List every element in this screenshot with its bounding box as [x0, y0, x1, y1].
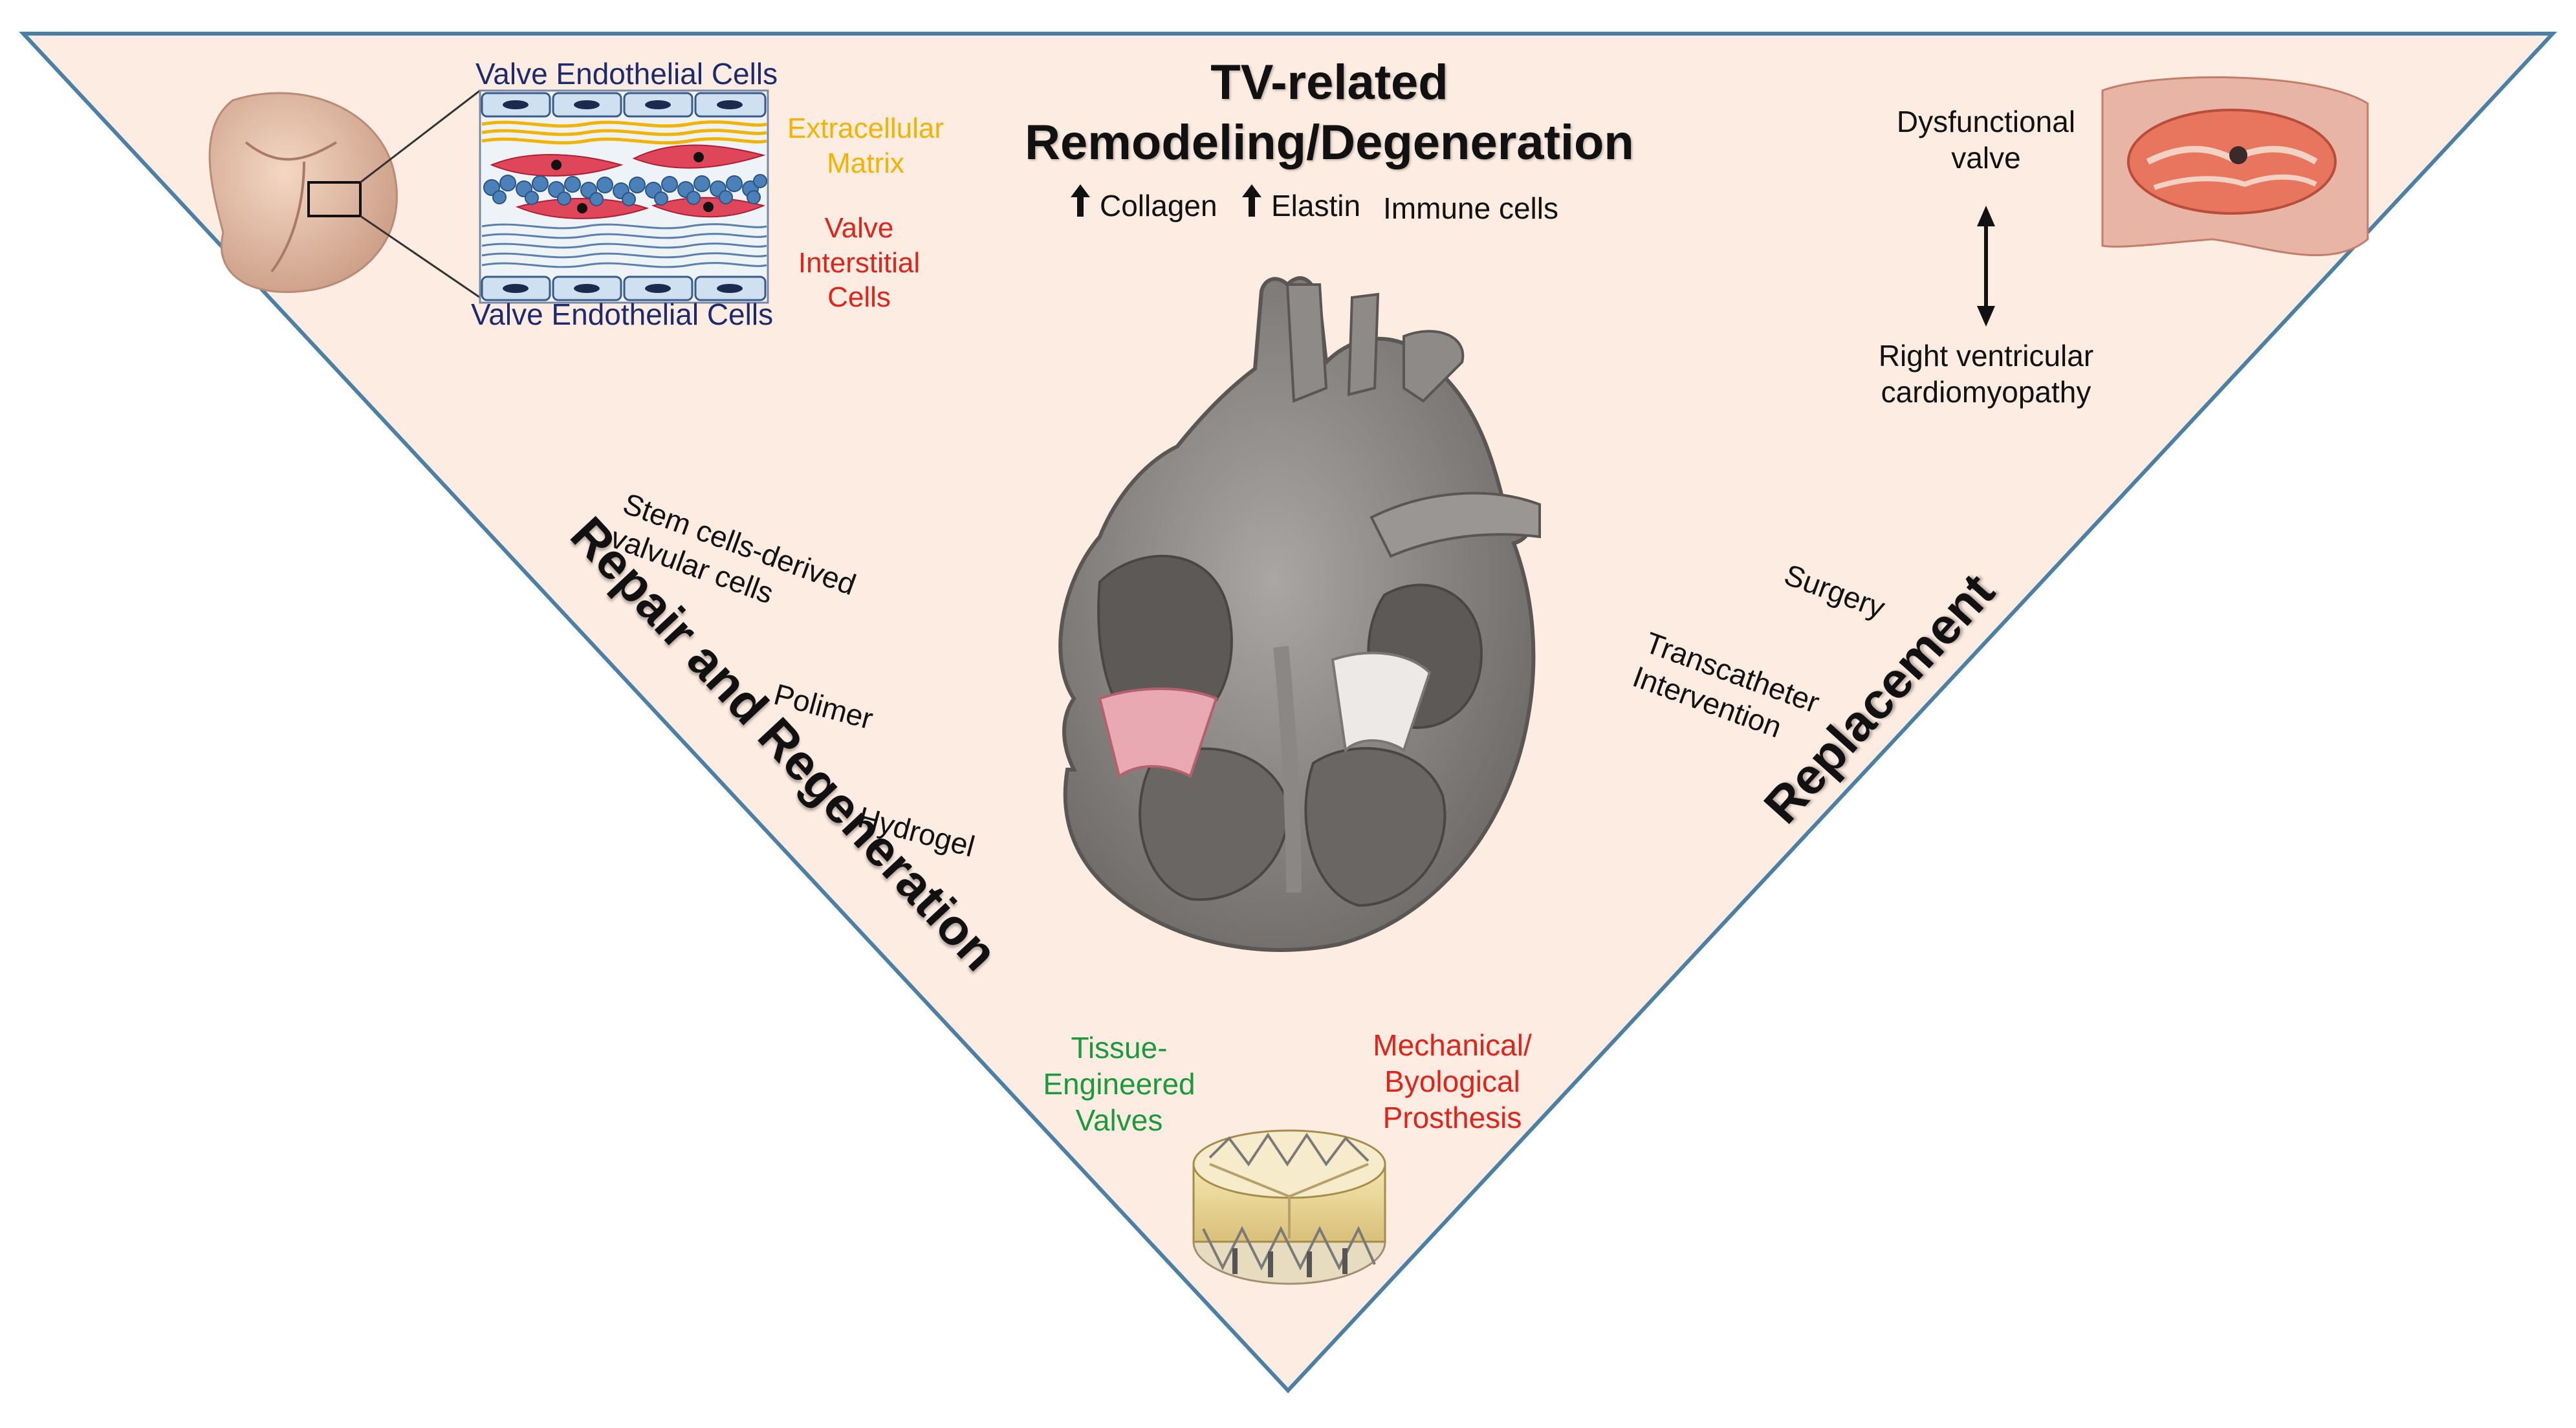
top-endothelial-cells — [481, 92, 767, 118]
title-line1: TV-related — [1210, 55, 1448, 110]
bottom-endothelial-cells — [481, 276, 767, 301]
page-title: TV-related Remodeling/Degeneration — [957, 53, 1701, 173]
bidirectional-arrow-icon — [1977, 206, 1995, 327]
tissue-line1: Tissue- — [1071, 1031, 1168, 1065]
mech-line2: Byological — [1384, 1065, 1520, 1099]
increase-arrow-icons — [1071, 184, 1261, 217]
collagen-label: Collagen — [1100, 189, 1217, 222]
mechanical-prosthesis-label: Mechanical/ Byological Prosthesis — [1346, 1027, 1559, 1136]
ecm-line1: Extracellular — [787, 113, 944, 144]
valve-thumbnail-image — [208, 89, 481, 299]
interstitial-cells — [490, 144, 766, 219]
vic-line2: Interstitial — [798, 246, 921, 279]
ecm-fibers — [481, 120, 767, 145]
dysfunctional-valve-label: Dysfunctional valve — [1863, 103, 2109, 176]
tissue-line3: Valves — [1075, 1103, 1163, 1138]
tissue-line2: Engineered — [1043, 1067, 1195, 1101]
vic-line3: Cells — [827, 281, 891, 314]
rv-cardiomyopathy-label: Right ventricular cardiomyopathy — [1850, 338, 2122, 410]
ecm-label: Extracellular Matrix — [781, 111, 950, 180]
mitral-valve — [1331, 651, 1432, 753]
tissue-engineered-label: Tissue- Engineered Valves — [1022, 1030, 1216, 1138]
bottom-endothelial-label: Valve Endothelial Cells — [471, 298, 774, 331]
collagen-fibers — [481, 223, 767, 268]
zoom-box — [307, 181, 362, 217]
heart-illustration — [1058, 276, 1541, 952]
elastin-label: Elastin — [1271, 189, 1361, 222]
mech-line3: Prosthesis — [1382, 1101, 1522, 1135]
vic-label: Valve Interstitial Cells — [781, 211, 937, 315]
ecm-line2: Matrix — [827, 147, 904, 179]
rv-line2: cardiomyopathy — [1881, 375, 2091, 409]
rv-line1: Right ventricular — [1878, 339, 2094, 373]
tricuspid-valve — [1098, 687, 1218, 779]
valve-layers-image — [479, 89, 769, 304]
dysfunctional-line2: valve — [1951, 141, 2021, 175]
dysfunctional-valve-image — [2101, 76, 2369, 257]
top-endothelial-label: Valve Endothelial Cells — [475, 57, 778, 91]
prosthetic-valve-image — [1192, 1129, 1386, 1285]
title-line2: Remodeling/Degeneration — [1025, 114, 1634, 170]
immune-cells-label: Immune cells — [1383, 191, 1558, 225]
dysfunctional-line1: Dysfunctional — [1896, 105, 2076, 138]
mech-line1: Mechanical/ — [1373, 1028, 1532, 1062]
proteoglycan-band — [483, 174, 767, 206]
vic-line1: Valve — [824, 212, 894, 244]
